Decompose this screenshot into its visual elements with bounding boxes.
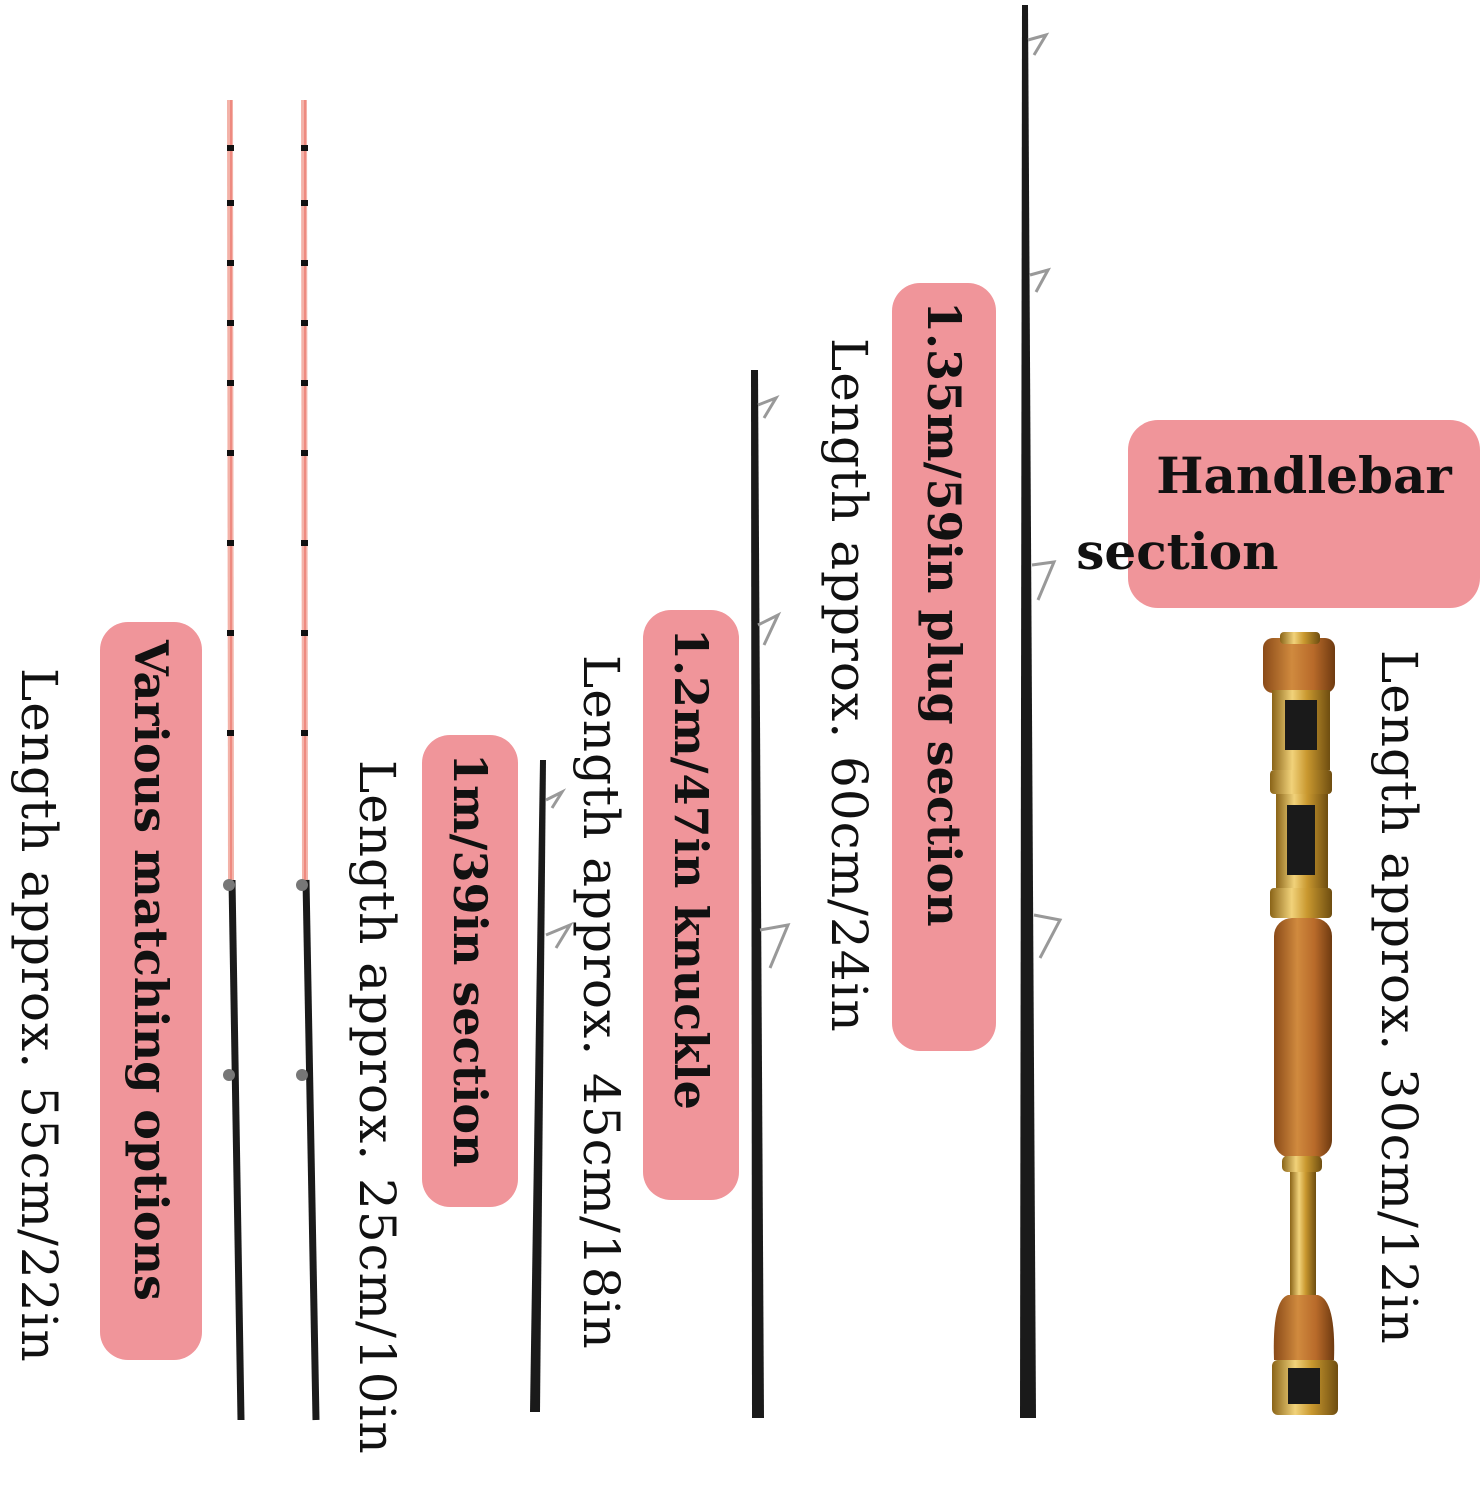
section-1-35m-label-pill: 1.35m/59in plug section [892,283,996,1051]
tips-label-pill: Various matching options [100,622,202,1360]
section-1-2m-length-text: Length approx. 45cm/18in [572,655,630,1350]
section-1m-length-text: Length approx. 25cm/10in [348,760,406,1455]
section-1-35m-label: 1.35m/59in plug section [917,301,971,927]
rod-1-35m-section [1020,5,1063,1418]
section-1-2m-label: 1.2m/47in knuckle [664,628,718,1110]
rod-1m-section [530,760,574,1412]
tip-rod-2 [296,99,320,1421]
tips-label: Various matching options [124,640,178,1301]
handle-length-text: Length approx. 30cm/12in [1370,650,1428,1345]
handle-label-line1: Handlebar [1156,446,1452,505]
section-1-2m-label-pill: 1.2m/47in knuckle [643,610,739,1200]
rod-1-2m-section [751,370,791,1418]
handle-label-line2: section [1076,522,1279,581]
tip-rod-1 [223,99,245,1421]
handle-illustration [1263,632,1338,1415]
section-1m-label: 1m/39in section [443,753,497,1168]
tips-length-text: Length approx. 55cm/22in [10,668,68,1363]
section-1m-label-pill: 1m/39in section [422,735,518,1207]
section-1-35m-length-text: Length approx. 60cm/24in [820,338,878,1033]
handle-label-pill: Handlebar section [1076,420,1480,608]
